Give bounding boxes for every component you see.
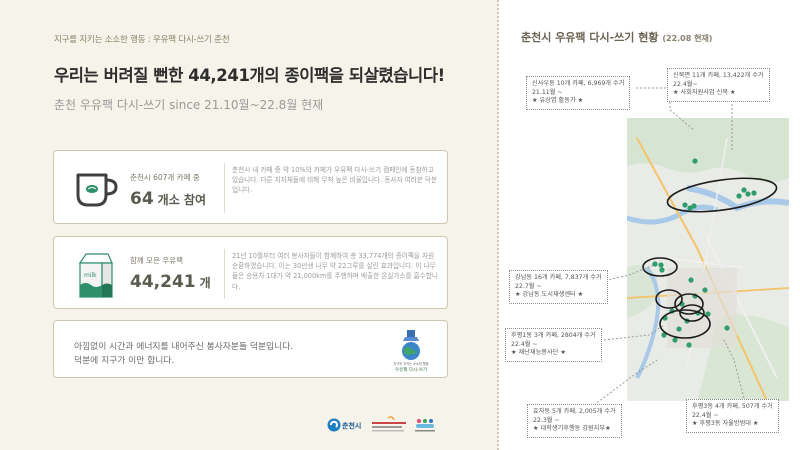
note-line: 신북면 11개 카페, 13,422개 수거 (673, 72, 764, 79)
district-circles (642, 177, 778, 339)
note-hyoja: 효자동 5개 카페, 2,005개 수거 22.3월 ~ ★ 대학생기후행동 강… (527, 404, 622, 438)
headline: 우리는 버려질 뻔한 44,241개의 종이팩을 되살렸습니다! (54, 66, 445, 85)
note-gangnam: 강남동 16개 카페, 7,837개 수거 22.7월 ~ ★ 강남동 도시재생… (509, 270, 608, 304)
left-panel: 지구를 지키는 소소한 행동 : 우유팩 다시-쓰기 춘천 우리는 버려질 뻔한… (53, 35, 451, 436)
partner-logos: 춘천시 (326, 414, 451, 436)
collected-unit: 개 (199, 276, 211, 290)
note-hupyeong3: 후평3동 4개 카페, 507개 수거 22.4월 ~ ★ 후평3동 자율방범대… (686, 399, 779, 433)
note-line: ★ 재난재능봉사단 ★ (511, 349, 566, 357)
panel-divider (497, 0, 499, 450)
coffee-cup-icon (66, 161, 126, 215)
collected-number: 44,241 (130, 272, 196, 292)
note-line: 신사우동 10개 카페, 6,969개 수거 (532, 80, 625, 87)
badge-text: 우유팩 다시-쓰기 (395, 366, 427, 373)
right-panel: 춘천시 우유팩 다시-쓰기 현황 (22.08 현재) (499, 0, 800, 450)
collected-description: 21년 10월부터 여러 봉사자들이 함께하여 총 33,774개의 종이팩을 … (232, 252, 438, 291)
thanks-message: 아낌없이 시간과 에너지를 내어주신 봉사자분들 덕분입니다. 덕분에 지구가 … (74, 340, 374, 368)
note-sinsau: 신사우동 10개 카페, 6,969개 수거 21.11월 ~ ★ 유상엽 활동… (526, 76, 631, 110)
note-line: 강남동 16개 카페, 7,837개 수거 (515, 274, 602, 281)
campaign-badge-logo: 지구를 지키는 소소한 행동 우유팩 다시-쓰기 (388, 327, 434, 373)
thanks-card: 아낌없이 시간과 에너지를 내어주신 봉사자분들 덕분입니다. 덕분에 지구가 … (53, 320, 448, 378)
note-sinbuk: 신북면 11개 카페, 13,422개 수거 22.4월~ ★ 사회지원사업 신… (667, 68, 770, 102)
note-line: 22.3월 ~ (533, 416, 560, 424)
note-hupyeong1: 후평1동 3개 카페, 2804개 수거 22.4월 ~ ★ 재난재능봉사단 ★ (505, 328, 602, 362)
status-title: 춘천시 우유팩 다시-쓰기 현황 (22.08 현재) (521, 29, 712, 45)
card-divider (224, 249, 225, 299)
card-divider (224, 163, 225, 213)
note-line: ★ 후평3동 자율방범대 ★ (692, 420, 759, 428)
note-line: 22.4월 ~ (692, 411, 719, 419)
note-line: ★ 강남동 도시재생센터 ★ (515, 291, 584, 299)
chuncheon-map (626, 118, 790, 402)
thanks-line-1: 아낌없이 시간과 에너지를 내어주신 봉사자분들 덕분입니다. (74, 342, 294, 352)
cafe-count-number: 64 (130, 189, 154, 209)
badge-small-text: 지구를 지키는 소소한 행동 (393, 361, 428, 366)
note-line: 22.4월 ~ (511, 340, 538, 348)
cafe-pins (652, 158, 757, 348)
note-line: 후평1동 3개 카페, 2804개 수거 (511, 332, 596, 339)
cafe-description: 춘천시 내 카페 중 약 10%의 카페가 우유팩 다시-쓰기 캠페인에 동참하… (232, 166, 438, 195)
status-title-text: 춘천시 우유팩 다시-쓰기 현황 (521, 31, 659, 44)
milk-carton-icon: milk (66, 247, 126, 301)
city-logo-text: 춘천시 (342, 421, 361, 430)
collected-label: 함께 모은 우유팩 (130, 256, 184, 265)
note-line: 22.4월~ (673, 80, 698, 88)
note-line: ★ 사회지원사업 신북 ★ (673, 89, 736, 97)
partner-logo-3-icon (415, 419, 435, 432)
note-line: 후평3동 4개 카페, 507개 수거 (692, 403, 773, 410)
status-title-date: (22.08 현재) (662, 34, 713, 43)
cafe-count-label: 춘천시 607개 카페 중 (130, 173, 200, 182)
city-logo-icon (327, 418, 341, 432)
subheadline: 춘천 우유팩 다시-쓰기 since 21.10월~22.8월 현재 (54, 98, 324, 112)
carton-text: milk (84, 272, 97, 279)
partner-logo-2-icon (372, 416, 406, 432)
kicker-text: 지구를 지키는 소소한 행동 : 우유팩 다시-쓰기 춘천 (54, 35, 230, 45)
note-line: ★ 유상엽 활동가 ★ (532, 97, 584, 105)
note-line: 21.11월 ~ (532, 88, 563, 96)
thanks-line-2: 덕분에 지구가 이만 합니다. (74, 356, 175, 366)
cafe-count-unit: 개소 참여 (157, 193, 207, 207)
note-line: 22.7월 ~ (515, 282, 542, 290)
note-line: ★ 대학생기후행동 강원지부★ (533, 425, 611, 433)
note-line: 효자동 5개 카페, 2,005개 수거 (533, 408, 616, 415)
